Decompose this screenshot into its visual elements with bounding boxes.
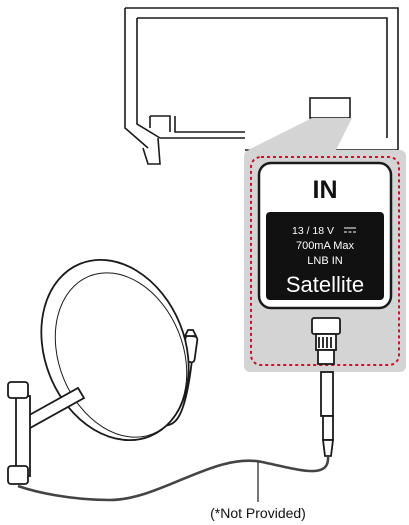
callout-dotted-border xyxy=(250,156,400,366)
tv-back xyxy=(124,7,399,165)
cable-plug xyxy=(320,371,335,457)
voltage-label: 13 / 18 V xyxy=(292,225,356,237)
cable-note: (*Not Provided) xyxy=(210,505,306,521)
voltage-text: 13 / 18 V xyxy=(292,225,334,237)
callout-pointer xyxy=(248,118,352,150)
coaxial-cable xyxy=(17,455,330,502)
port-callout: IN 13 / 18 V 700mA Max LNB IN Satellite xyxy=(244,150,406,372)
port-name-text: LNB IN xyxy=(307,255,343,267)
dc-symbol-icon xyxy=(344,227,356,233)
satellite-label: Satellite xyxy=(286,272,364,297)
current-text: 700mA Max xyxy=(296,240,355,252)
port-title: IN xyxy=(313,176,338,204)
port-label-box xyxy=(266,212,384,300)
f-connector xyxy=(311,317,341,365)
satellite-dish-icon xyxy=(7,258,199,485)
